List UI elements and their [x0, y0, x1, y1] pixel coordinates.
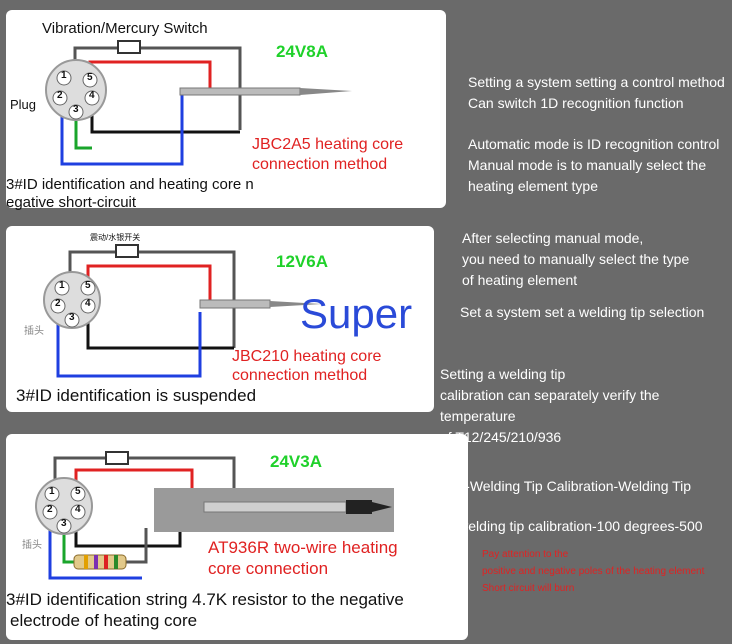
right-block-operate: operate: 1. Setting-Welding Tip Calibrat…	[406, 456, 732, 556]
p2-pin-4: 4	[85, 298, 91, 309]
p2-pin-2: 2	[55, 298, 61, 309]
p2-plug-label: 插头	[24, 326, 44, 337]
panel2-red-wire	[86, 264, 212, 304]
p1-id-note-2: egative short-circuit	[6, 194, 137, 211]
right-block-manual: After selecting manual mode, you need to…	[462, 228, 689, 291]
p3-pin-4: 4	[75, 504, 81, 515]
panel1-plug	[45, 59, 107, 121]
panel2-black-wire	[86, 312, 234, 350]
panel2-blue-wire	[56, 312, 202, 378]
p3-core-label-1: AT936R two-wire heating	[208, 538, 398, 557]
p1-core-label-2: connection method	[252, 156, 388, 173]
p2-id-note: 3#ID identification is suspended	[16, 386, 257, 405]
p3-pin-3: 3	[61, 518, 67, 529]
right-block-warning: Pay attention to the positive and negati…	[482, 546, 704, 597]
panel2-heating-core	[199, 299, 322, 309]
right-b3-l3: of heating element	[462, 272, 578, 288]
right-block-calibration: Setting a welding tip calibration can se…	[440, 364, 732, 448]
panel1-black-wire	[90, 100, 240, 134]
p2-core-label-2: connection method	[232, 367, 368, 384]
right-b4-l1: Set a system set a welding tip selection	[460, 304, 705, 320]
p2-pin-3: 3	[69, 312, 75, 323]
p1-pin-4: 4	[89, 90, 95, 101]
panel3-black-wire	[74, 526, 182, 548]
right-b1-l1: Setting a system setting a control metho…	[468, 74, 725, 90]
p1-id-note-1: 3#ID identification and heating core n	[6, 176, 254, 193]
panel3-switch	[105, 451, 129, 465]
p3-pin-2: 2	[47, 504, 53, 515]
right-block-system-setting: Setting a system setting a control metho…	[468, 72, 725, 114]
p3-spec-label: 24V3A	[270, 452, 322, 471]
right-b6-l1: operate:	[406, 458, 458, 474]
panel2-plug	[43, 271, 101, 329]
right-b2-l3: heating element type	[468, 178, 598, 194]
panel2-switch	[115, 244, 139, 258]
p2-pin-5: 5	[85, 280, 91, 291]
right-b5-l2: calibration can separately verify the te…	[440, 387, 660, 424]
p2-core-label-1: JBC210 heating core	[232, 348, 382, 365]
right-b5-l3: of T12/245/210/936	[440, 429, 562, 445]
p1-pin-3: 3	[73, 104, 79, 115]
right-b3-l2: you need to manually select the type	[462, 251, 690, 267]
p2-watermark: Super	[300, 290, 413, 337]
p1-plug-label: Plug	[10, 97, 37, 112]
right-warn-l3: Short circuit will burn	[482, 583, 575, 594]
p2-spec-label: 12V6A	[276, 252, 328, 271]
p3-pin-1: 1	[49, 486, 55, 497]
right-b2-l1: Automatic mode is ID recognition control	[468, 136, 720, 152]
p3-id-note-1: 3#ID identification string 4.7K resistor…	[6, 590, 404, 609]
panel3-resistor-lead	[126, 528, 148, 564]
panel1-switch	[117, 40, 141, 54]
panel1-blue-wire	[60, 92, 184, 166]
panel1-heating-core	[179, 87, 352, 96]
p1-pin-5: 5	[87, 72, 93, 83]
p2-pin-1: 1	[59, 280, 65, 291]
p1-spec-label: 24V8A	[276, 42, 328, 61]
p3-core-label-2: core connection	[208, 559, 329, 578]
right-warn-l2: positive and negative poles of the heati…	[482, 566, 705, 577]
right-block-modes: Automatic mode is ID recognition control…	[468, 134, 719, 197]
panel3-green-wire	[62, 530, 74, 564]
panel3-heating-core-photo	[154, 488, 394, 532]
p3-id-note-2: electrode of heating core	[10, 611, 198, 630]
p3-pin-5: 5	[75, 486, 81, 497]
panel1-green-wire	[74, 110, 92, 150]
p2-switch-label: 震动/水银开关	[90, 233, 141, 242]
right-b1-l2: Can switch 1D recognition function	[468, 95, 684, 111]
right-b3-l1: After selecting manual mode,	[462, 230, 644, 246]
panel3-blue-wire	[48, 516, 142, 580]
right-b2-l2: Manual mode is to manually select the	[468, 157, 707, 173]
panel-at936r	[6, 434, 468, 640]
right-block-tip-selection: Set a system set a welding tip selection	[460, 302, 704, 323]
right-b6-l2: 1. Setting-Welding Tip Calibration-Weldi…	[406, 478, 692, 514]
right-b6-l3: 2. Set a welding tip calibration-100 deg…	[406, 518, 703, 554]
p1-core-label-1: JBC2A5 heating core	[252, 136, 404, 153]
panel3-resistor	[73, 554, 127, 570]
p1-pin-1: 1	[61, 70, 67, 81]
panel3-plug	[35, 477, 93, 535]
p1-pin-2: 2	[57, 90, 63, 101]
p3-plug-label: 插头	[22, 540, 42, 551]
right-warn-l1: Pay attention to the	[482, 549, 569, 560]
p1-switch-label: Vibration/Mercury Switch	[42, 20, 208, 37]
right-b5-l1: Setting a welding tip	[440, 366, 566, 382]
